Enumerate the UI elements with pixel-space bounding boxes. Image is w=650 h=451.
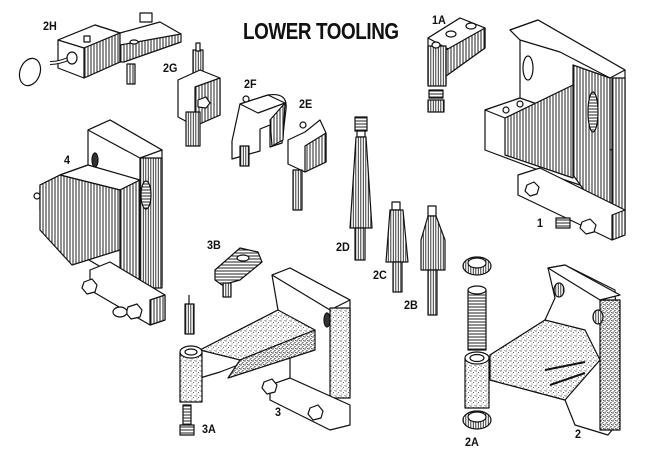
label-4: 4 [64, 153, 71, 167]
label-2a: 2A [465, 435, 479, 449]
part-3-pin [184, 295, 195, 335]
part-2c [385, 201, 409, 293]
label-3: 3 [275, 405, 282, 419]
label-3b: 3B [207, 238, 221, 252]
label-3a: 3A [202, 422, 216, 436]
label-1: 1 [537, 216, 544, 230]
part-1-block [484, 19, 626, 241]
part-2a [462, 256, 492, 430]
diagram-title: LOWER TOOLING [243, 18, 399, 44]
part-1a [427, 17, 486, 113]
part-3b [214, 247, 263, 298]
part-2g [177, 42, 221, 147]
label-2b: 2B [404, 298, 418, 312]
part-2-bracket [464, 264, 621, 436]
label-2g: 2G [163, 61, 178, 75]
label-2: 2 [575, 427, 582, 441]
label-2e: 2E [299, 97, 313, 111]
part-2d [349, 116, 373, 261]
label-2c: 2C [373, 268, 387, 282]
label-2f: 2F [244, 77, 257, 91]
part-2b [420, 205, 446, 316]
label-2h: 2H [43, 19, 57, 33]
part-3-bracket [179, 267, 351, 436]
label-1a: 1A [432, 13, 446, 27]
label-2d: 2D [336, 240, 350, 254]
part-2f [231, 93, 287, 167]
part-4-block [33, 119, 166, 326]
part-2e [287, 119, 327, 211]
part-2h-indicator-holder [18, 12, 182, 87]
